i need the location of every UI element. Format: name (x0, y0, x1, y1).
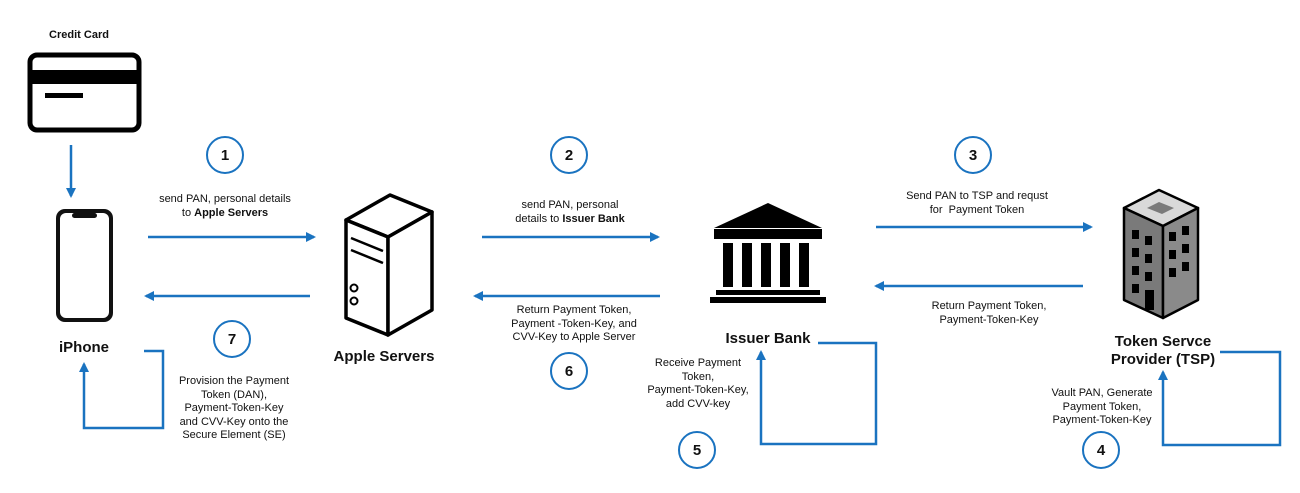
step-2-line2: details to Issuer Bank (490, 213, 650, 227)
step-1-line1: send PAN, personal details (159, 193, 291, 205)
loop-tsp-self (1158, 350, 1282, 447)
step-1-prefix: to (181, 206, 195, 219)
step-7-line4: and CVV-Key onto the (179, 415, 289, 428)
step-4-text: Vault PAN, Generate Payment Token, Payme… (1042, 387, 1162, 428)
step-2-badge: 2 (550, 136, 588, 174)
return-tsp-line1: Return Payment Token, (931, 300, 1047, 312)
step-7-line3: Payment-Token-Key (184, 402, 284, 414)
step-1-text: send PAN, personal details to Apple Serv… (140, 193, 310, 220)
step-2-text: send PAN, personal details to Issuer Ban… (490, 199, 650, 226)
step-3-badge: 3 (954, 136, 992, 174)
issuer-bank-label: Issuer Bank (725, 330, 811, 347)
step-2-bold: Issuer Bank (562, 212, 625, 225)
loop-bank-self (756, 341, 878, 446)
credit-card-icon (27, 52, 142, 133)
step-3-line2: for Payment Token (929, 203, 1025, 216)
step-5-text: Receive Payment Token, Payment-Token-Key… (636, 357, 760, 411)
step-5-line4: add CVV-key (665, 397, 731, 410)
step-2-prefix: details to (515, 212, 563, 225)
tsp-label-line1: Token Servce (1114, 333, 1212, 350)
office-building-icon (1122, 188, 1200, 320)
step-6-line1: Return Payment Token, (516, 304, 632, 316)
return-tsp-text: Return Payment Token, Payment-Token-Key (906, 300, 1072, 327)
step-6-badge: 6 (550, 352, 588, 390)
bank-icon (710, 203, 826, 303)
step-4-badge: 4 (1082, 431, 1120, 469)
step-6-line2: Payment -Token-Key, and (511, 317, 637, 330)
step-5-line3: Payment-Token-Key, (647, 384, 749, 396)
step-7-badge: 7 (213, 320, 251, 358)
iphone-icon (56, 209, 113, 322)
return-tsp-line2: Payment-Token-Key (939, 313, 1039, 326)
step-3-line1: Send PAN to TSP and requst (906, 190, 1048, 202)
step-7-line2: Token (DAN), (200, 388, 268, 401)
server-icon (344, 193, 434, 337)
step-1-bold: Apple Servers (194, 206, 269, 219)
step-6-text: Return Payment Token, Payment -Token-Key… (494, 304, 654, 345)
step-5-badge: 5 (678, 431, 716, 469)
iphone-label: iPhone (58, 339, 109, 356)
step-5-line1: Receive Payment (654, 357, 742, 369)
step-4-line1: Vault PAN, Generate (1051, 387, 1153, 399)
loop-iphone-self (79, 349, 165, 430)
step-1-line2: to Apple Servers (140, 207, 310, 221)
apple-servers-label: Apple Servers (333, 348, 435, 365)
step-4-line3: Payment-Token-Key (1052, 414, 1152, 426)
credit-card-label: Credit Card (49, 29, 109, 41)
tsp-label: Token Servce Provider (TSP) (1098, 333, 1228, 369)
step-4-line2: Payment Token, (1062, 400, 1142, 413)
step-7-line1: Provision the Payment (178, 375, 290, 387)
step-3-text: Send PAN to TSP and requst for Payment T… (894, 190, 1060, 217)
tsp-label-line2: Provider (TSP) (1110, 351, 1216, 368)
step-5-line2: Token, (681, 370, 715, 383)
step-1-badge: 1 (206, 136, 244, 174)
step-7-line5: Secure Element (SE) (182, 429, 286, 441)
step-2-line1: send PAN, personal (521, 199, 619, 211)
step-7-text: Provision the Payment Token (DAN), Payme… (170, 375, 298, 443)
step-6-line3: CVV-Key to Apple Server (512, 331, 636, 343)
